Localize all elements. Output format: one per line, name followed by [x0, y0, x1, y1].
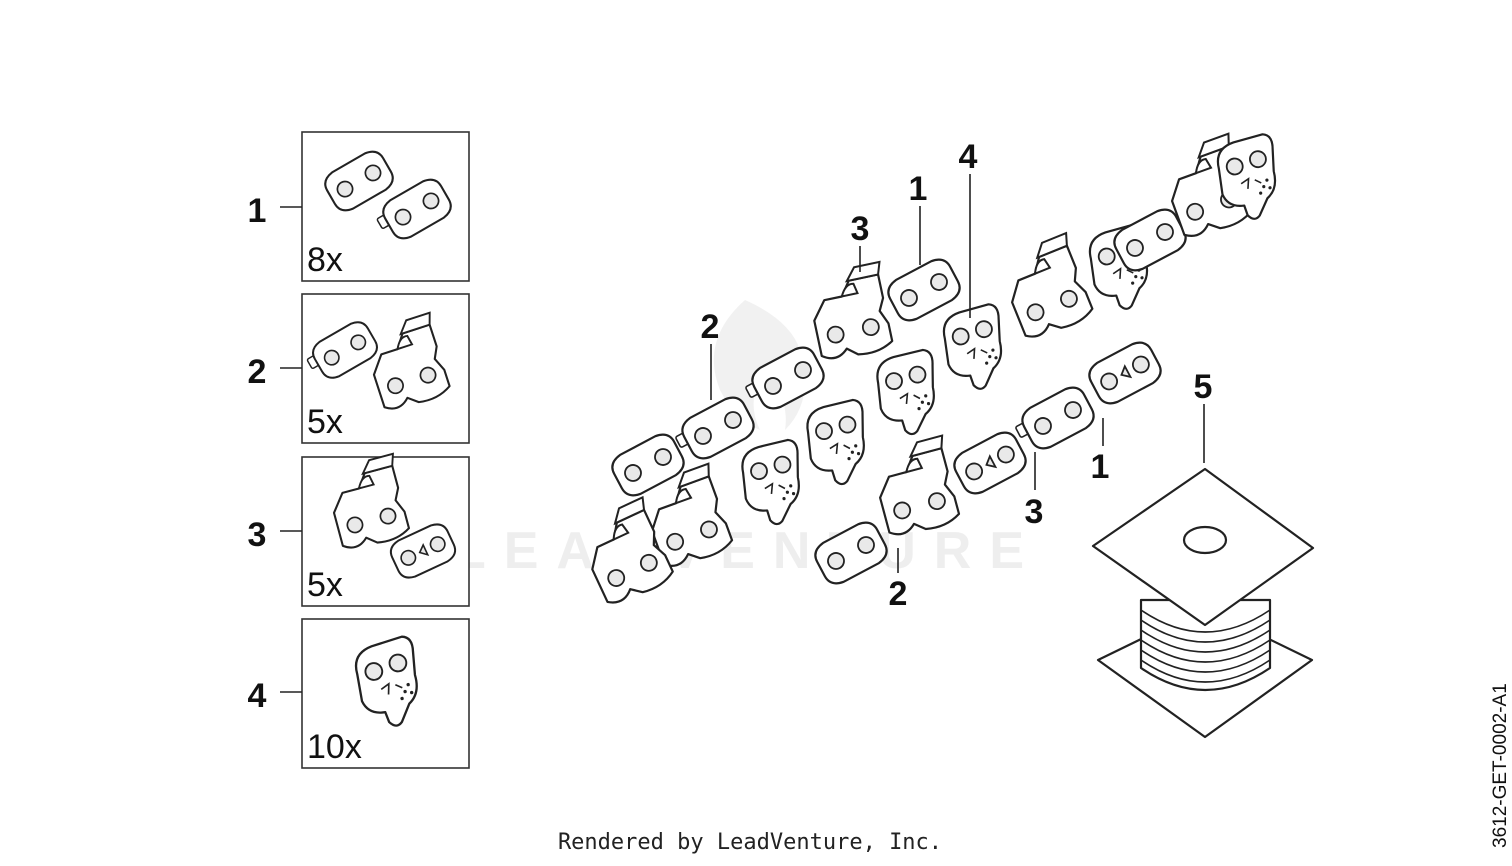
legend-panel: 1 8x 2 5x 3 5x 4	[248, 131, 470, 769]
diagram-code: 3612-GET-0002-A1	[1490, 683, 1511, 848]
legend-label-3: 3	[248, 516, 267, 554]
callout-lower-2: 2	[889, 575, 908, 613]
legend-label-4: 4	[248, 677, 267, 715]
callout-lower-1: 1	[1091, 448, 1110, 486]
callout-upper-3: 3	[851, 210, 870, 248]
legend-item-2[interactable]: 2 5x	[248, 293, 470, 444]
legend-label-2: 2	[248, 353, 267, 391]
chain-reel	[1091, 467, 1315, 739]
callout-lower-3: 3	[1025, 493, 1044, 531]
legend-qty-4: 10x	[307, 728, 362, 766]
callout-upper-4: 4	[959, 138, 978, 176]
callout-upper-1: 1	[909, 170, 928, 208]
callout-reel-5: 5	[1194, 368, 1213, 406]
chain-reel-coil	[1139, 598, 1272, 691]
legend-item-3[interactable]: 3 5x	[248, 452, 470, 607]
callout-upper-2: 2	[701, 308, 720, 346]
legend-qty-1: 8x	[307, 241, 343, 279]
legend-qty-3: 5x	[307, 566, 343, 604]
legend-item-4[interactable]: 4 10x	[248, 618, 470, 769]
footer-credit: Rendered by LeadVenture, Inc.	[557, 830, 943, 855]
legend-qty-2: 5x	[307, 403, 343, 441]
legend-item-1[interactable]: 1 8x	[248, 131, 470, 282]
legend-label-1: 1	[248, 192, 267, 230]
assembly-callouts: 2 3 1 4 1 3 2 5	[701, 138, 1213, 613]
watermark-text: LEADVENTURE	[454, 522, 1042, 580]
